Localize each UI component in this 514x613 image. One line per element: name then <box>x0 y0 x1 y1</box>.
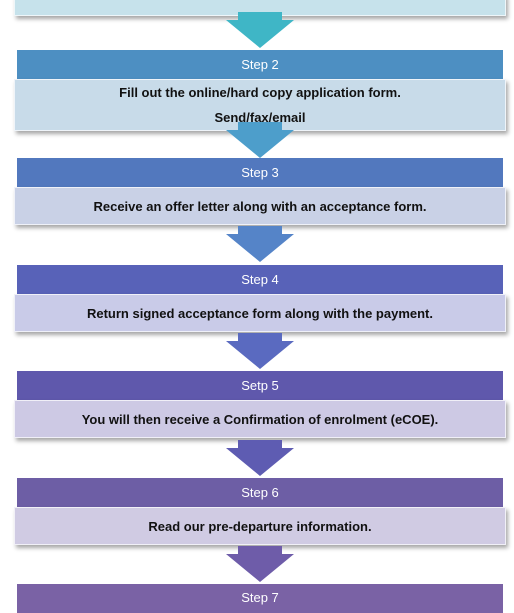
arrow-down-icon <box>226 333 294 369</box>
step-6-body: Read our pre-departure information. <box>14 507 506 545</box>
step-2-header: Step 2 <box>17 50 503 79</box>
step-5: Setp 5 You will then receive a Confirmat… <box>14 371 506 438</box>
arrow-down-icon <box>226 12 294 48</box>
step-2-line-2: Send/fax/email <box>214 110 306 125</box>
step-4-header: Step 4 <box>17 265 503 294</box>
step-4: Step 4 Return signed acceptance form alo… <box>14 265 506 332</box>
step-4-body: Return signed acceptance form along with… <box>14 294 506 332</box>
arrow-down-icon-1 <box>226 12 294 48</box>
step-7-header: Step 7 <box>17 584 503 613</box>
arrow-down-icon-5 <box>226 440 294 476</box>
arrow-down-icon <box>226 226 294 262</box>
step-2-line-1: Fill out the online/hard copy applicatio… <box>119 85 401 100</box>
arrow-down-icon-4 <box>226 333 294 369</box>
step-6-line-1: Read our pre-departure information. <box>148 518 372 534</box>
step-3-title: Step 3 <box>241 165 279 180</box>
step-4-line-1: Return signed acceptance form along with… <box>86 305 433 321</box>
arrow-down-icon <box>226 546 294 582</box>
arrow-down-icon <box>226 122 294 158</box>
step-5-header: Setp 5 <box>17 371 503 400</box>
step-7: Step 7 <box>14 584 506 613</box>
step-3-body: Receive an offer letter along with an ac… <box>14 187 506 225</box>
arrow-down-icon-2 <box>226 122 294 158</box>
step-4-title: Step 4 <box>241 272 279 287</box>
step-5-line-1: You will then receive a Confirmation of … <box>81 411 439 427</box>
step-6-title: Step 6 <box>241 485 279 500</box>
step-5-body: You will then receive a Confirmation of … <box>14 400 506 438</box>
step-5-title: Setp 5 <box>241 378 279 393</box>
step-3-header: Step 3 <box>17 158 503 187</box>
step-2: Step 2 Fill out the online/hard copy app… <box>14 50 506 131</box>
arrow-down-icon <box>226 440 294 476</box>
step-3: Step 3 Receive an offer letter along wit… <box>14 158 506 225</box>
step-2-title: Step 2 <box>241 57 279 72</box>
step-6-header: Step 6 <box>17 478 503 507</box>
step-3-line-1: Receive an offer letter along with an ac… <box>93 198 427 214</box>
arrow-down-icon-6 <box>226 546 294 582</box>
arrow-down-icon-3 <box>226 226 294 262</box>
step-6: Step 6 Read our pre-departure informatio… <box>14 478 506 545</box>
step-7-title: Step 7 <box>241 590 279 605</box>
